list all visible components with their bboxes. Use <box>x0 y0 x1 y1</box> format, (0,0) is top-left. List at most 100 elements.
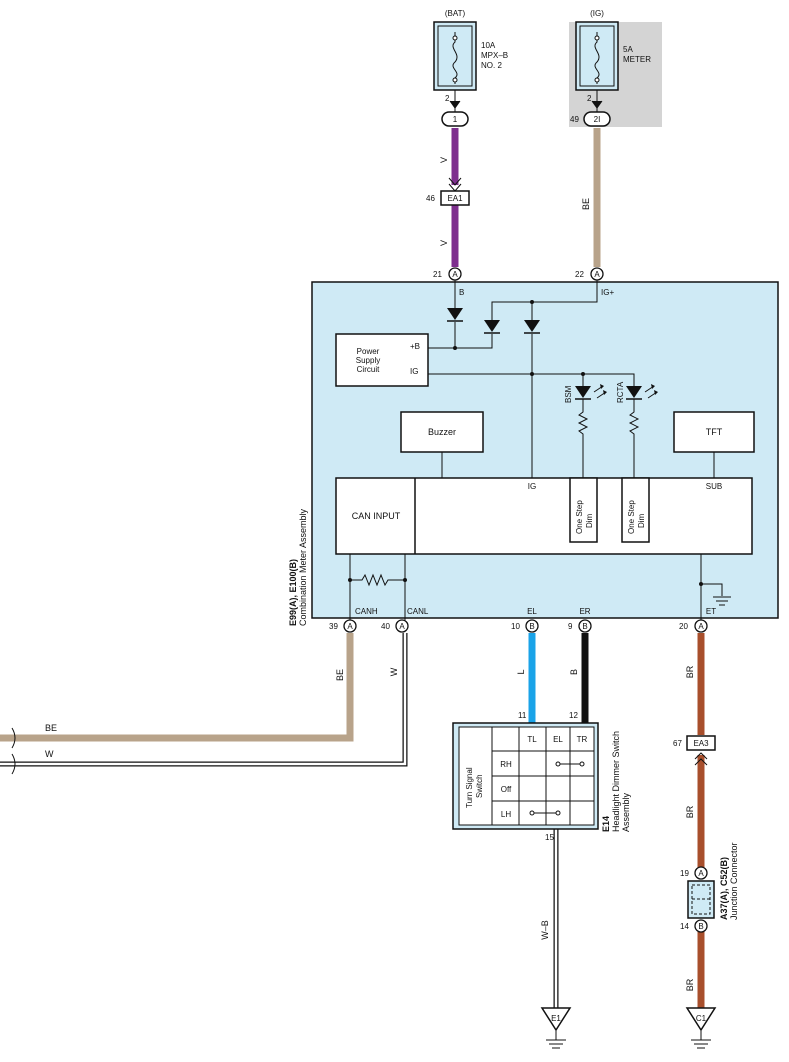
svg-text:21: 21 <box>433 270 442 279</box>
diode-icon <box>447 308 463 320</box>
svg-text:10: 10 <box>511 622 520 631</box>
svg-text:B: B <box>582 622 587 631</box>
svg-text:14: 14 <box>680 922 689 931</box>
svg-text:+B: +B <box>410 342 420 351</box>
fuse-bat-icon <box>452 32 458 84</box>
diode-icon <box>484 320 500 332</box>
fuse-bat-label: (BAT) <box>445 9 466 18</box>
resistor-icon <box>577 399 589 478</box>
wire-label-w-left: W <box>45 749 54 759</box>
ground-icon <box>691 1030 711 1049</box>
wire-be-canh <box>0 633 354 742</box>
power-supply-circuit-box <box>335 333 429 387</box>
pin-20-a <box>694 619 708 633</box>
pin-10-b <box>525 619 539 633</box>
svg-text:Power: Power <box>357 347 380 356</box>
connector-ea1: EA1 46 <box>426 177 470 206</box>
fuse-ig-icon <box>594 32 600 84</box>
switch-contact-icon <box>555 810 561 816</box>
switch-row-lh: LH <box>501 810 511 819</box>
svg-text:CANH: CANH <box>355 607 378 616</box>
switch-contact-icon <box>529 810 535 816</box>
wire-w-canl <box>0 633 408 767</box>
svg-text:40: 40 <box>381 622 390 631</box>
connector-2i-pin: 49 <box>570 115 579 124</box>
svg-text:15: 15 <box>545 833 554 842</box>
fuse-bat-name2: NO. 2 <box>481 61 502 70</box>
svg-text:EA3: EA3 <box>693 739 709 748</box>
switch-title-name2: Assembly <box>621 792 631 832</box>
svg-text:A: A <box>698 622 704 631</box>
svg-text:22: 22 <box>575 270 584 279</box>
svg-text:A: A <box>347 622 353 631</box>
svg-text:1: 1 <box>453 115 458 124</box>
svg-text:2I: 2I <box>594 115 601 124</box>
switch-header-el: EL <box>553 735 563 744</box>
ig-bus-label: IG <box>528 482 536 491</box>
svg-text:A: A <box>698 869 704 878</box>
svg-text:19: 19 <box>680 869 689 878</box>
sub-label: SUB <box>706 482 722 491</box>
ground-triangle-icon <box>685 1007 717 1032</box>
fuse-bat-pin: 2 <box>445 94 450 103</box>
fuse-ig-name1: METER <box>623 55 651 64</box>
pin-9-b <box>578 619 592 633</box>
svg-text:B: B <box>698 922 703 931</box>
wire-label-br1: BR <box>685 665 695 678</box>
connector-2i <box>583 111 611 127</box>
wire-label-br3: BR <box>685 978 695 991</box>
wire-label-w-canl: W <box>389 667 399 676</box>
wire-label-wb: W–B <box>540 920 550 940</box>
led-rcta-label: RCTA <box>616 381 625 403</box>
svg-text:20: 20 <box>679 622 688 631</box>
wire-label-l: L <box>516 669 526 674</box>
can-bus-block <box>335 477 753 555</box>
meter-title-name: Combination Meter Assembly <box>298 508 308 626</box>
svg-text:9: 9 <box>568 622 573 631</box>
ground-icon <box>546 1030 566 1049</box>
led-bsm-icon <box>575 386 591 398</box>
pin-39-a <box>343 619 357 633</box>
diode-icon <box>524 320 540 332</box>
switch-title-name1: Headlight Dimmer Switch <box>611 731 621 832</box>
svg-text:A: A <box>399 622 405 631</box>
svg-text:39: 39 <box>329 622 338 631</box>
headlight-dimmer-switch: 11 12 TL EL TR RH Off LH Turn Signal Swi… <box>452 711 631 842</box>
svg-text:TFT: TFT <box>706 427 723 437</box>
one-step-dim-bsm-box <box>569 477 598 543</box>
junction-title-name: Junction Connector <box>729 842 739 920</box>
wire-label-v1: V <box>439 157 449 163</box>
connector-ea3-pin: 67 <box>673 739 682 748</box>
fuse-bat: (BAT) 10A MPX–B NO. 2 2 1 <box>433 9 508 127</box>
meter-ig-plus-label: IG+ <box>601 288 614 297</box>
switch-contact-icon <box>579 761 585 767</box>
svg-text:ET: ET <box>706 607 716 616</box>
switch-header-tr: TR <box>577 735 588 744</box>
combination-meter: A 21 A 22 B IG+ Power Supply Circuit +B … <box>288 267 779 633</box>
pin-19-a <box>694 866 708 880</box>
svg-text:A: A <box>452 270 458 279</box>
switch-contact-icon <box>555 761 561 767</box>
svg-text:ER: ER <box>579 607 590 616</box>
ground-c1: C1 <box>685 1007 717 1049</box>
switch-side-label1: Turn Signal <box>465 767 474 808</box>
led-bsm-label: BSM <box>564 385 573 403</box>
svg-text:Dim: Dim <box>585 513 594 528</box>
svg-text:Circuit: Circuit <box>357 365 380 374</box>
resistor-icon <box>350 573 405 587</box>
switch-row-rh: RH <box>500 760 512 769</box>
one-step-dim-rcta-box <box>621 477 650 543</box>
led-rcta-icon <box>626 386 642 398</box>
wire-label-be-left: BE <box>45 723 57 733</box>
svg-text:11: 11 <box>518 711 527 720</box>
svg-text:Buzzer: Buzzer <box>428 427 456 437</box>
meter-b-label: B <box>459 288 464 297</box>
switch-row-off: Off <box>501 785 512 794</box>
resistor-icon <box>628 399 640 478</box>
wire-label-be-ig: BE <box>581 198 591 210</box>
wire-label-v2: V <box>439 240 449 246</box>
buzzer-box <box>400 411 484 453</box>
wires <box>0 128 705 1008</box>
meter-title-code: E99(A), E100(B) <box>288 559 298 626</box>
